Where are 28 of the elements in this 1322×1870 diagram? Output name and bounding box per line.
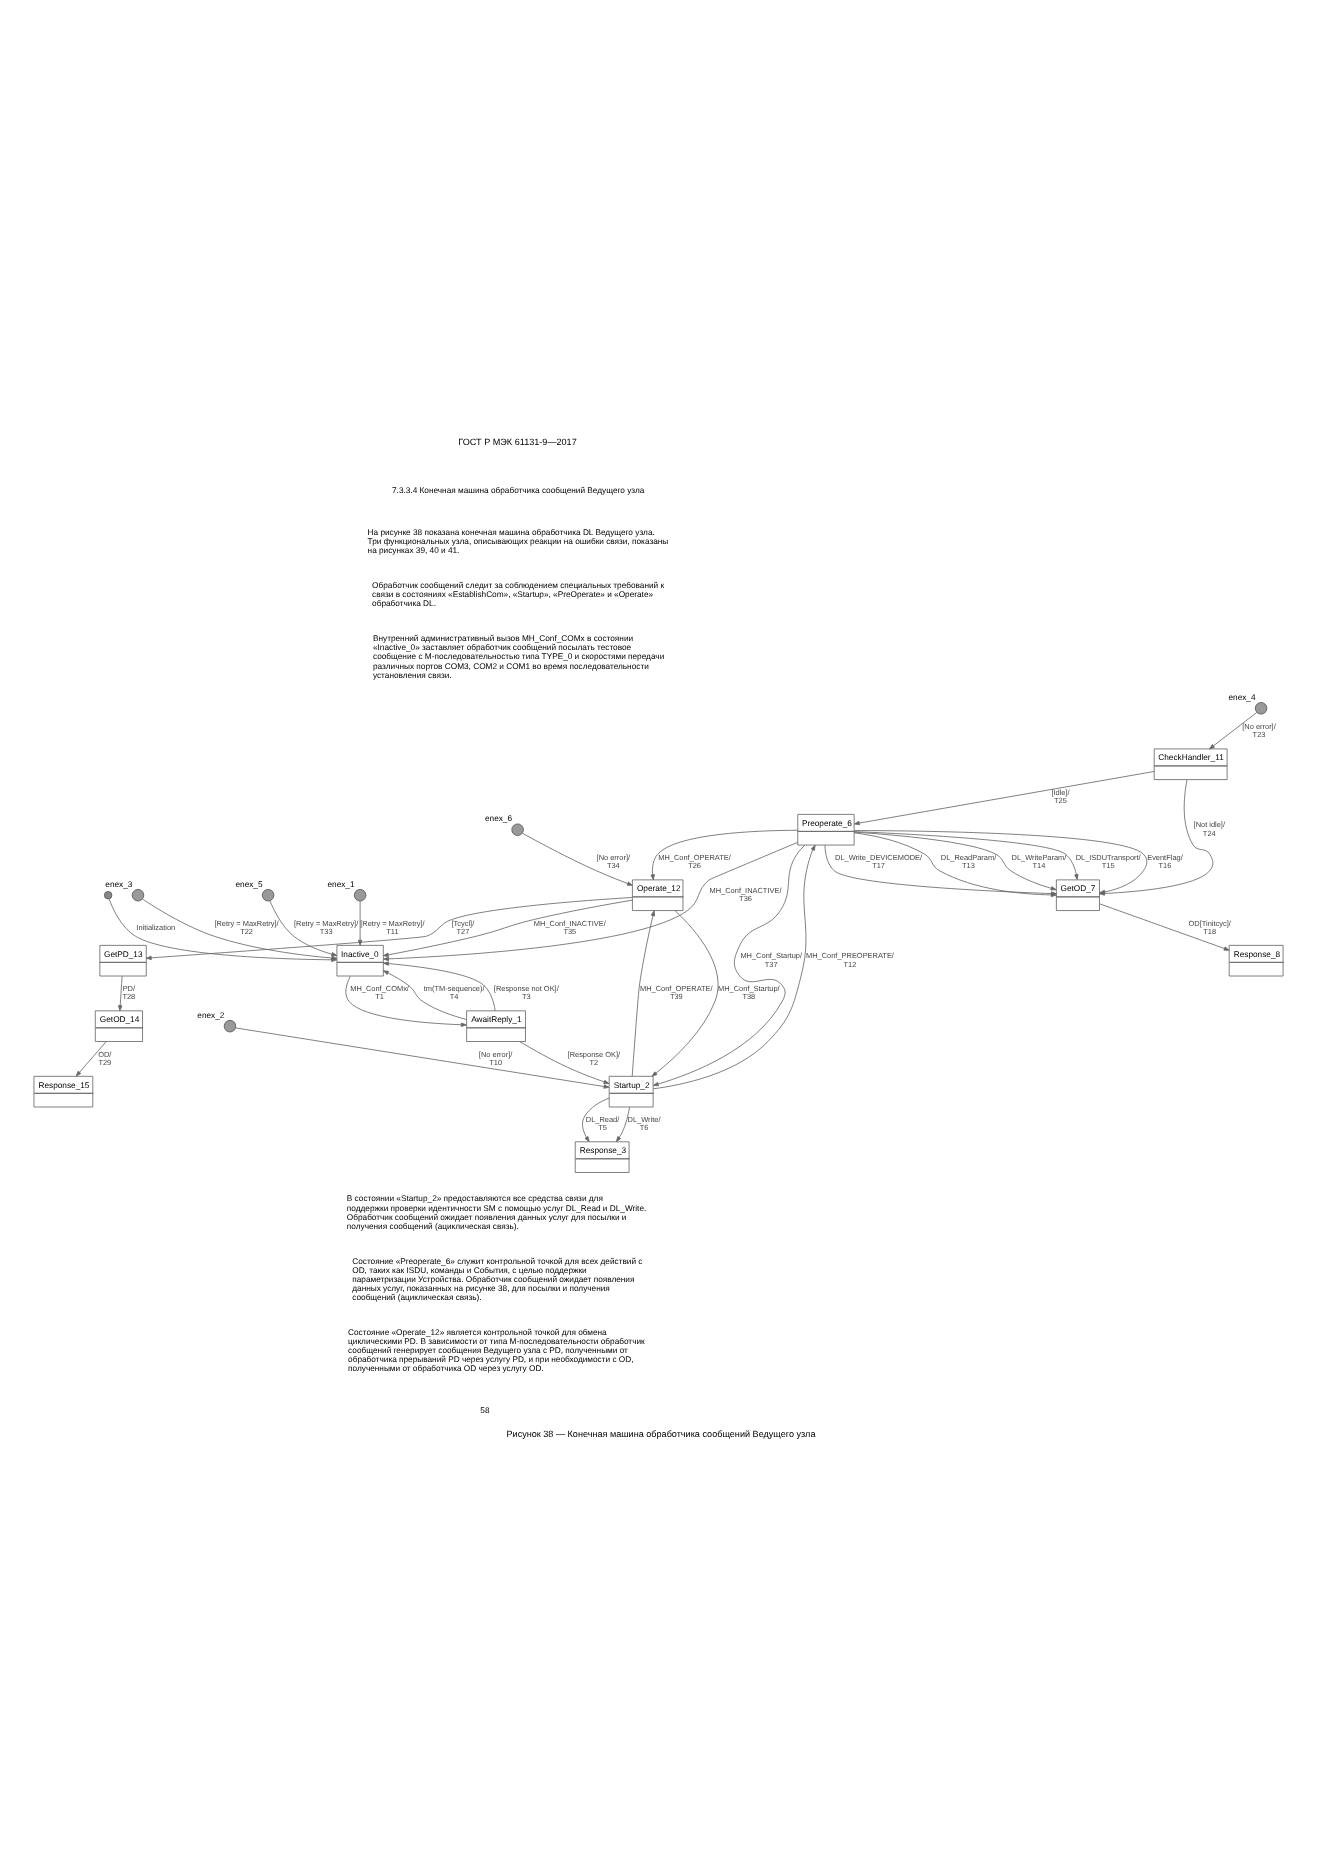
arrow xyxy=(853,771,1155,826)
node-circle xyxy=(353,889,367,902)
arrow xyxy=(651,910,719,1077)
arrow xyxy=(118,975,123,1012)
arrow xyxy=(615,1106,630,1142)
node-circle xyxy=(223,1019,237,1033)
node-circle xyxy=(131,889,145,902)
arrow xyxy=(383,841,799,962)
arrow xyxy=(269,900,338,957)
arrow xyxy=(1099,903,1230,951)
arrow xyxy=(75,1041,107,1077)
node-circle xyxy=(1254,702,1268,715)
arrow xyxy=(853,831,1079,880)
node-circle xyxy=(261,889,275,902)
arrow xyxy=(522,832,633,886)
arrow xyxy=(383,970,467,1020)
arrow xyxy=(582,1097,610,1143)
arrow xyxy=(650,829,799,881)
arrow xyxy=(345,975,467,1027)
arrow xyxy=(519,1041,610,1084)
arrow xyxy=(383,961,496,1012)
arrow xyxy=(382,899,633,957)
arrow xyxy=(357,900,363,946)
node-circle xyxy=(104,891,113,900)
arrow xyxy=(1209,711,1258,750)
arrow xyxy=(631,910,656,1077)
node-circle xyxy=(511,823,524,836)
arrow xyxy=(235,1027,610,1089)
